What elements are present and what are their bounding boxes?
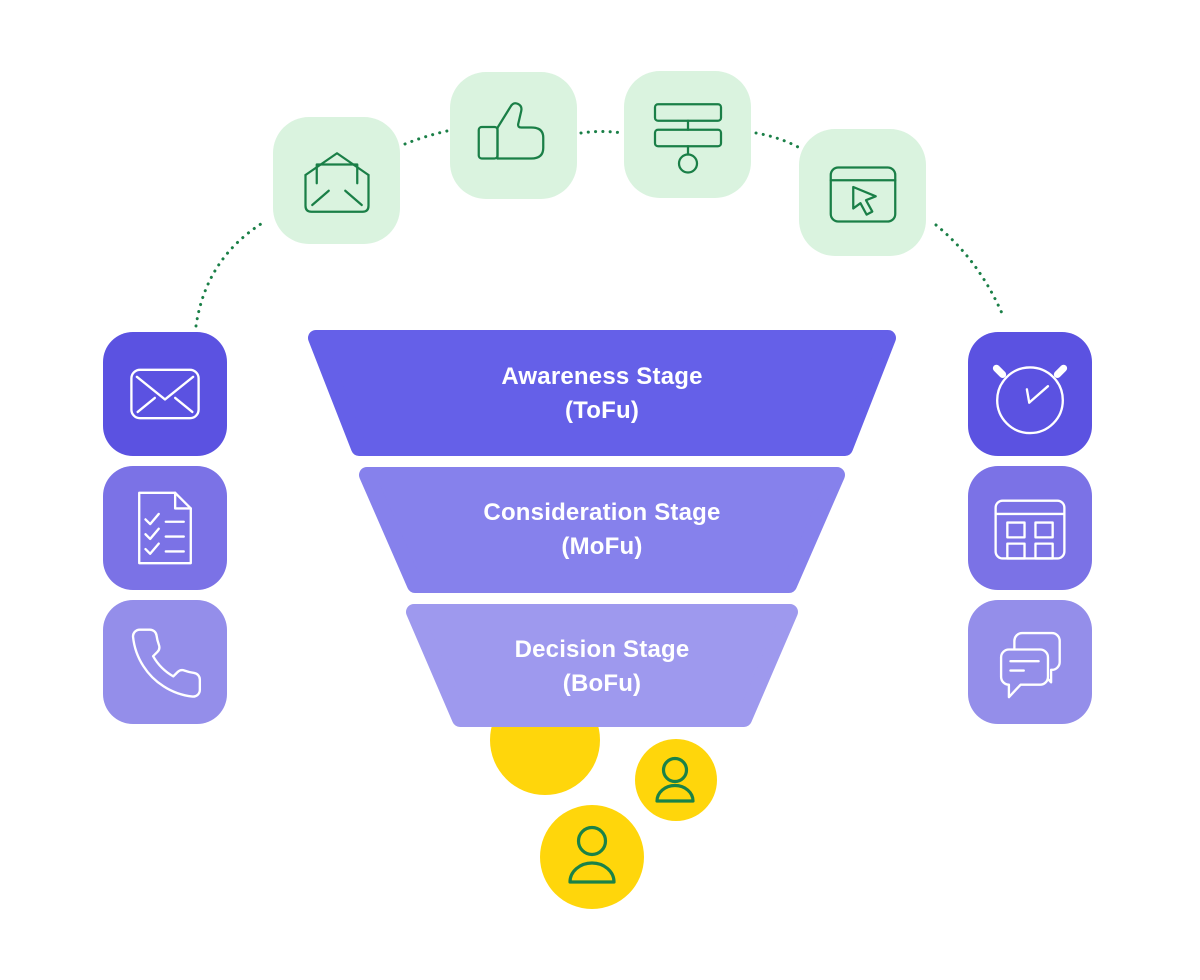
- stage-name: Decision Stage: [514, 636, 690, 663]
- channel-box-envelope: [103, 332, 227, 456]
- channel-box-browser-click: [799, 129, 926, 256]
- channel-box-thumbs-up: [450, 72, 577, 199]
- stage-name: Consideration Stage: [483, 499, 721, 526]
- stage-abbr: (ToFu): [564, 397, 640, 424]
- channel-box-open-email: [273, 117, 400, 244]
- person-icon: [568, 825, 616, 884]
- alarm-clock-icon: [992, 364, 1068, 435]
- calendar-grid-icon: [994, 499, 1066, 560]
- dotted-connector: [579, 130, 624, 135]
- funnel-stage-decision-label: Decision Stage (BoFu): [406, 633, 798, 701]
- channel-box-phone: [103, 600, 227, 724]
- stage-name: Awareness Stage: [501, 363, 703, 390]
- open-email-icon: [303, 151, 370, 213]
- phone-icon: [131, 628, 202, 698]
- funnel-stage-awareness: [308, 330, 896, 456]
- stage-abbr: (MoFu): [561, 533, 643, 560]
- channel-box-alarm-clock: [968, 332, 1092, 456]
- checklist-icon: [138, 491, 192, 565]
- dotted-connector: [194, 220, 266, 328]
- envelope-icon: [130, 368, 200, 420]
- channel-box-checklist: [103, 466, 227, 590]
- browser-click-icon: [829, 165, 896, 223]
- channel-box-chat-bubbles: [968, 600, 1092, 724]
- funnel-stage-consideration-label: Consideration Stage (MoFu): [359, 496, 845, 564]
- thumbs-up-icon: [477, 101, 544, 160]
- dotted-connector: [403, 129, 449, 146]
- dotted-connectors: [194, 129, 1006, 328]
- funnel-stage-consideration: [359, 467, 845, 593]
- dotted-connector: [934, 223, 1006, 320]
- workflow-icon: [653, 102, 722, 174]
- dotted-connector: [754, 131, 800, 149]
- funnel-stage-awareness-label: Awareness Stage (ToFu): [307, 360, 897, 428]
- lead-circle: [540, 805, 644, 909]
- funnel-stage-decision: [406, 604, 798, 727]
- channel-box-calendar-grid: [968, 466, 1092, 590]
- stage-abbr: (BoFu): [562, 670, 642, 697]
- person-icon: [655, 756, 695, 803]
- funnel: [308, 330, 896, 727]
- channel-box-workflow: [624, 71, 751, 198]
- chat-bubbles-icon: [999, 631, 1061, 699]
